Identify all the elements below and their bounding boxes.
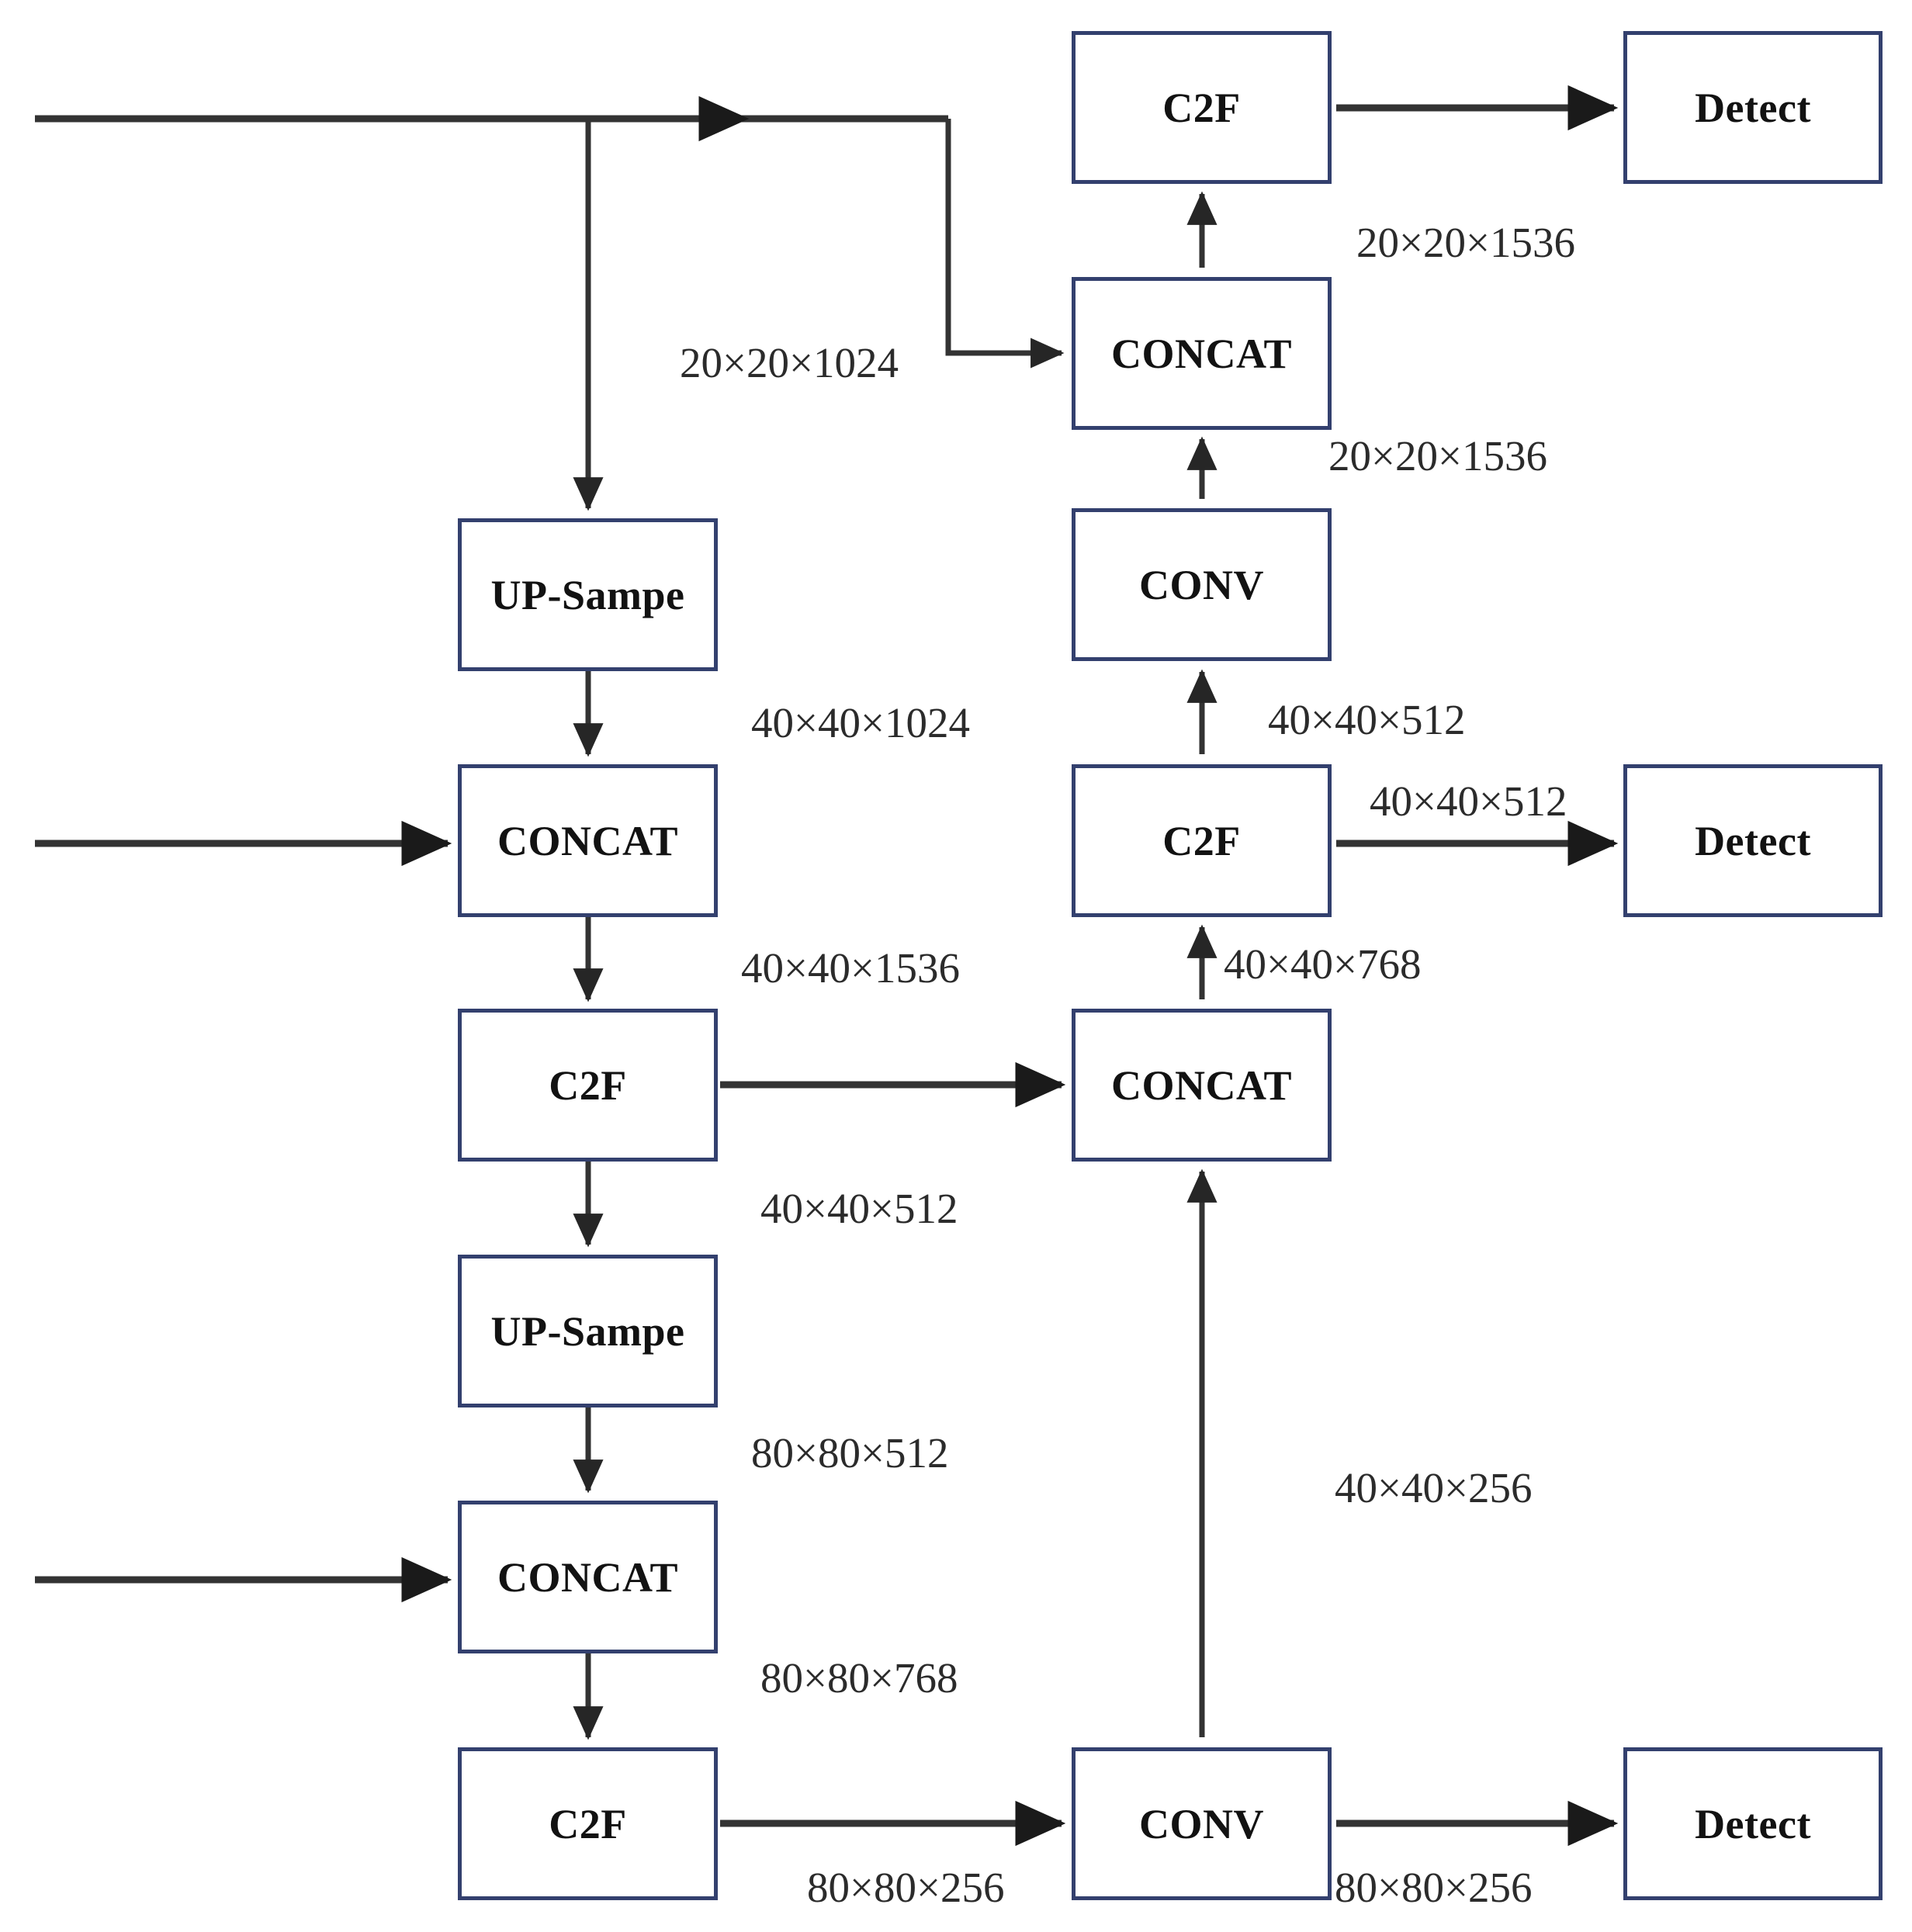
node-concat-top[interactable]: CONCAT	[1072, 277, 1332, 430]
node-c2f-left-1[interactable]: C2F	[458, 1009, 718, 1162]
node-label: CONV	[1139, 1800, 1264, 1847]
node-label: CONCAT	[497, 817, 678, 864]
edge-label-20x20x1536-a: 20×20×1536	[1356, 219, 1576, 266]
edge-label-40x40x1024: 40×40×1024	[751, 699, 971, 746]
edge-in-top-to-concat-top	[945, 119, 1065, 369]
edge-label-40x40x256: 40×40×256	[1335, 1464, 1533, 1511]
node-label: C2F	[1162, 84, 1241, 131]
node-label: CONV	[1139, 561, 1264, 608]
node-label: CONCAT	[497, 1553, 678, 1601]
edge-label-80x80x256-b: 80×80×256	[1335, 1864, 1533, 1911]
edge-label-40x40x512-b: 40×40×512	[1370, 777, 1567, 825]
node-concat-1[interactable]: CONCAT	[458, 764, 718, 917]
node-label: CONCAT	[1110, 1061, 1292, 1109]
node-label: UP-Sampe	[490, 1307, 685, 1355]
edge-label-80x80x512: 80×80×512	[751, 1429, 949, 1477]
node-concat-2[interactable]: CONCAT	[458, 1501, 718, 1653]
edge-label-40x40x1536: 40×40×1536	[741, 944, 961, 992]
edge-label-80x80x768: 80×80×768	[760, 1654, 958, 1702]
edge-label-80x80x256-a: 80×80×256	[807, 1864, 1005, 1911]
node-label: C2F	[1162, 817, 1241, 864]
node-c2f-mid[interactable]: C2F	[1072, 764, 1332, 917]
node-c2f-left-2[interactable]: C2F	[458, 1747, 718, 1900]
node-c2f-top[interactable]: C2F	[1072, 31, 1332, 184]
node-detect-2[interactable]: Detect	[1623, 764, 1883, 917]
node-label: Detect	[1695, 817, 1811, 864]
node-conv-top[interactable]: CONV	[1072, 508, 1332, 661]
node-label: Detect	[1695, 1800, 1811, 1847]
node-label: CONCAT	[1110, 330, 1292, 377]
node-concat-mid[interactable]: CONCAT	[1072, 1009, 1332, 1162]
edge-label-40x40x512-a: 40×40×512	[1268, 696, 1466, 743]
node-up-sample-1[interactable]: UP-Sampe	[458, 518, 718, 671]
node-label: C2F	[549, 1800, 627, 1847]
node-label: Detect	[1695, 84, 1811, 131]
node-label: C2F	[549, 1061, 627, 1109]
edge-label-20x20x1024: 20×20×1024	[680, 339, 899, 386]
node-label: UP-Sampe	[490, 571, 685, 618]
edge-label-40x40x512-c: 40×40×512	[760, 1185, 958, 1232]
node-conv-bottom[interactable]: CONV	[1072, 1747, 1332, 1900]
node-up-sample-2[interactable]: UP-Sampe	[458, 1255, 718, 1407]
node-detect-3[interactable]: Detect	[1623, 1747, 1883, 1900]
edge-label-40x40x768: 40×40×768	[1224, 940, 1422, 988]
edge-label-20x20x1536-b: 20×20×1536	[1328, 432, 1548, 480]
node-detect-1[interactable]: Detect	[1623, 31, 1883, 184]
